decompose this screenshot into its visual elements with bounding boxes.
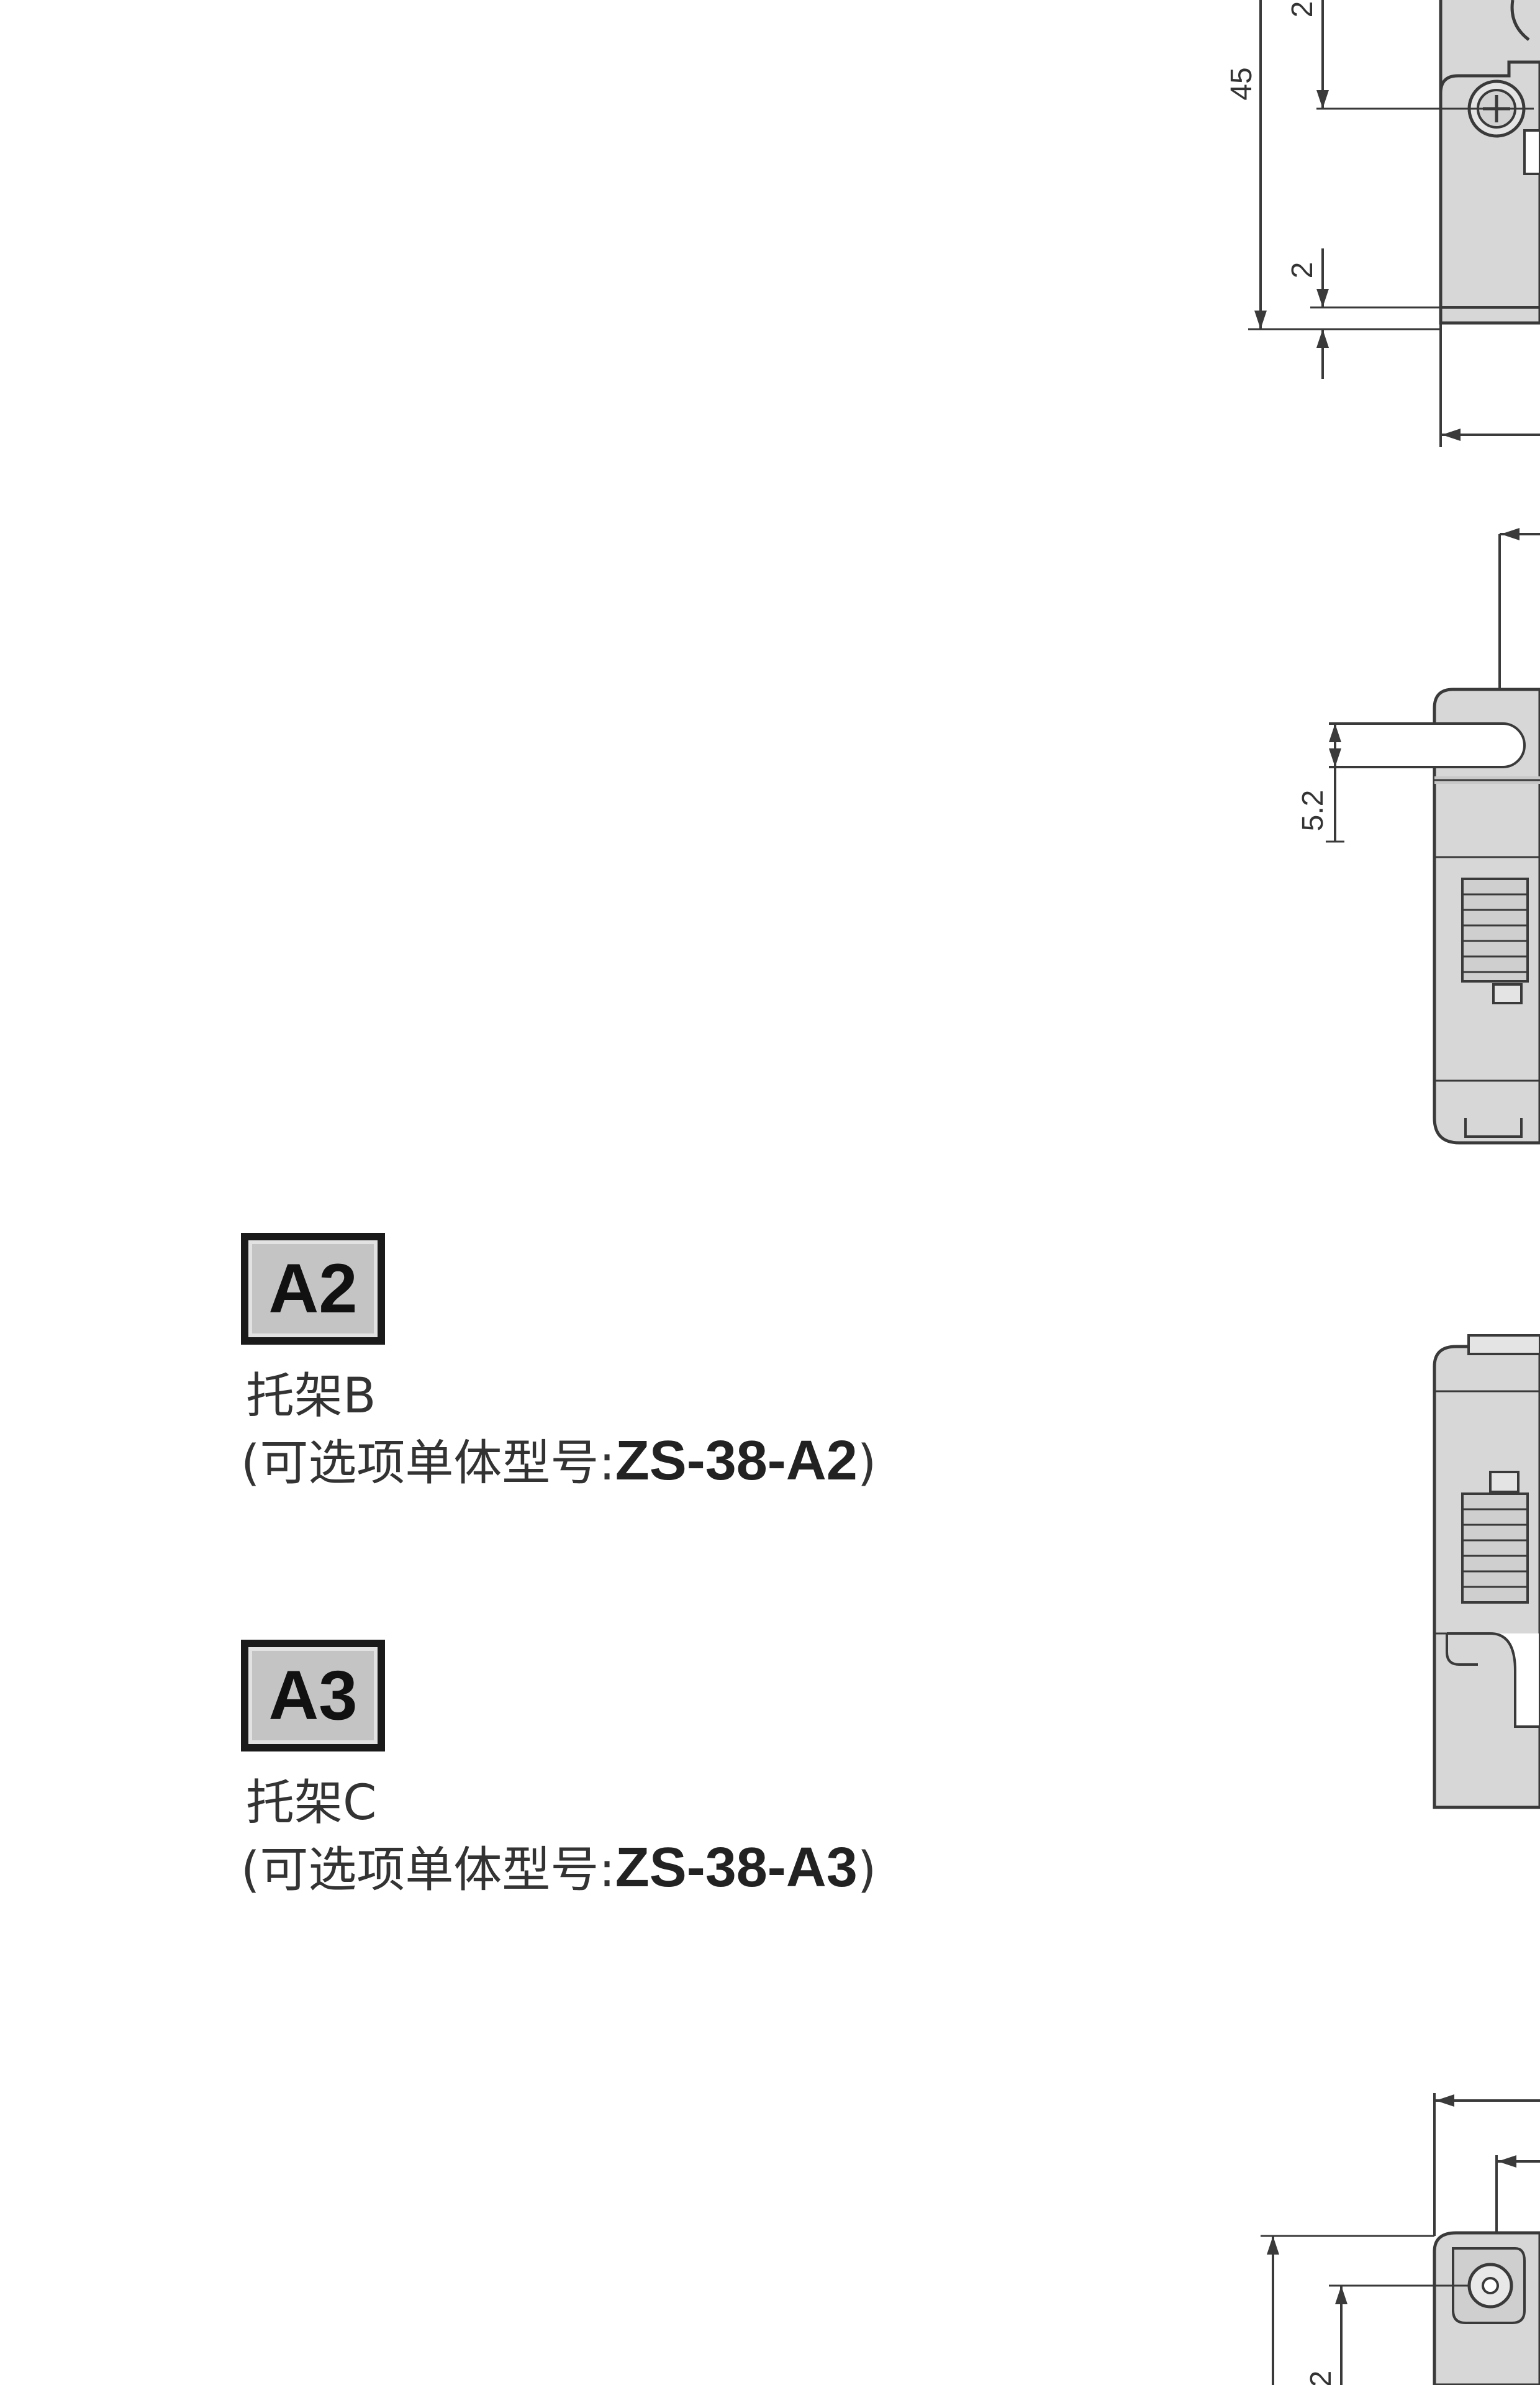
a2-part-grip: [1461, 1492, 1529, 1604]
option-model-a3: (可选项单体型号:ZS-38-A3): [241, 1835, 876, 1902]
dim-label-slot-width: 5.2: [1297, 790, 1329, 832]
option-model-code-a2: ZS-38-A2: [615, 1430, 858, 1492]
bottom-part-view: 2: [1261, 2093, 1540, 2385]
middle-part-slot: [1329, 722, 1526, 768]
option-name-a3: 托架C: [246, 1775, 377, 1831]
a2-part-view: [1433, 1334, 1540, 1809]
option-model-suffix: ): [857, 1842, 877, 1898]
option-badge-a2: A2: [241, 1233, 385, 1345]
a2-part-cutout: [1447, 1632, 1540, 1728]
dim-label-top-height: 45: [1225, 67, 1258, 100]
option-model-suffix: ): [857, 1435, 877, 1491]
option-model-prefix: (可选项单体型号:: [241, 1435, 615, 1491]
top-part-slot: [1523, 129, 1540, 175]
middle-part-tab: [1492, 983, 1523, 1004]
middle-part-grip: [1461, 878, 1529, 983]
top-part-arc: [1510, 0, 1530, 41]
middle-part-view: 5.2: [1297, 528, 1540, 1145]
option-model-a2: (可选项单体型号:ZS-38-A2): [241, 1429, 876, 1496]
option-model-prefix: (可选项单体型号:: [241, 1842, 615, 1898]
option-model-code-a3: ZS-38-A3: [615, 1837, 858, 1899]
top-part-view: 45 2 2: [1225, 0, 1540, 447]
top-part-upper-strip: [1441, 0, 1540, 37]
dim-label-top-offset-lower: 2: [1286, 262, 1319, 279]
dim-label-bottom-partial: 2: [1305, 2371, 1338, 2385]
option-name-a2: 托架B: [246, 1368, 376, 1424]
a2-part-tab: [1489, 1471, 1520, 1493]
dim-label-top-offset-upper: 2: [1286, 1, 1319, 18]
screw-icon: [1467, 2263, 1513, 2309]
option-badge-a3: A3: [241, 1640, 385, 1751]
